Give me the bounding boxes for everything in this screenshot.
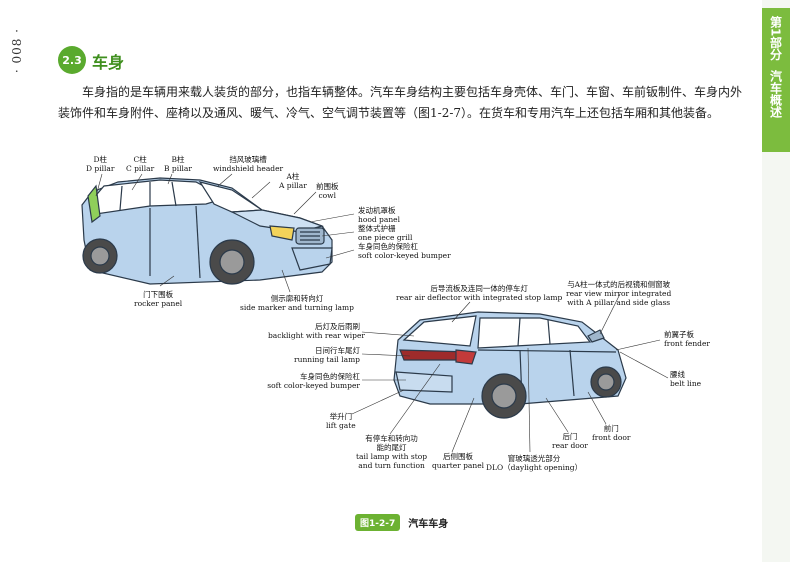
figure-number: 图1-2-7 xyxy=(355,514,401,531)
chapter-part: 第1部分 xyxy=(768,16,783,61)
section-title: 车身 xyxy=(92,53,125,72)
chapter-tab: 第1部分 汽车概述 xyxy=(762,8,790,152)
rear-car-drawing xyxy=(393,311,627,419)
section-number-badge: 2.3 xyxy=(58,46,86,74)
figure-caption: 图1-2-7 汽车车身 xyxy=(355,514,448,531)
side-bar: 第1部分 汽车概述 xyxy=(762,0,790,562)
front-car-drawing xyxy=(81,177,333,285)
chapter-title: 汽车概述 xyxy=(768,70,783,119)
figure-title: 汽车车身 xyxy=(408,519,449,530)
front-leader-lines xyxy=(95,173,355,293)
rear-leader-lines xyxy=(351,293,669,453)
body-paragraph: 车身指的是车辆用来载人装货的部分，也指车辆整体。汽车车身结构主要包括车身壳体、车… xyxy=(58,85,743,120)
